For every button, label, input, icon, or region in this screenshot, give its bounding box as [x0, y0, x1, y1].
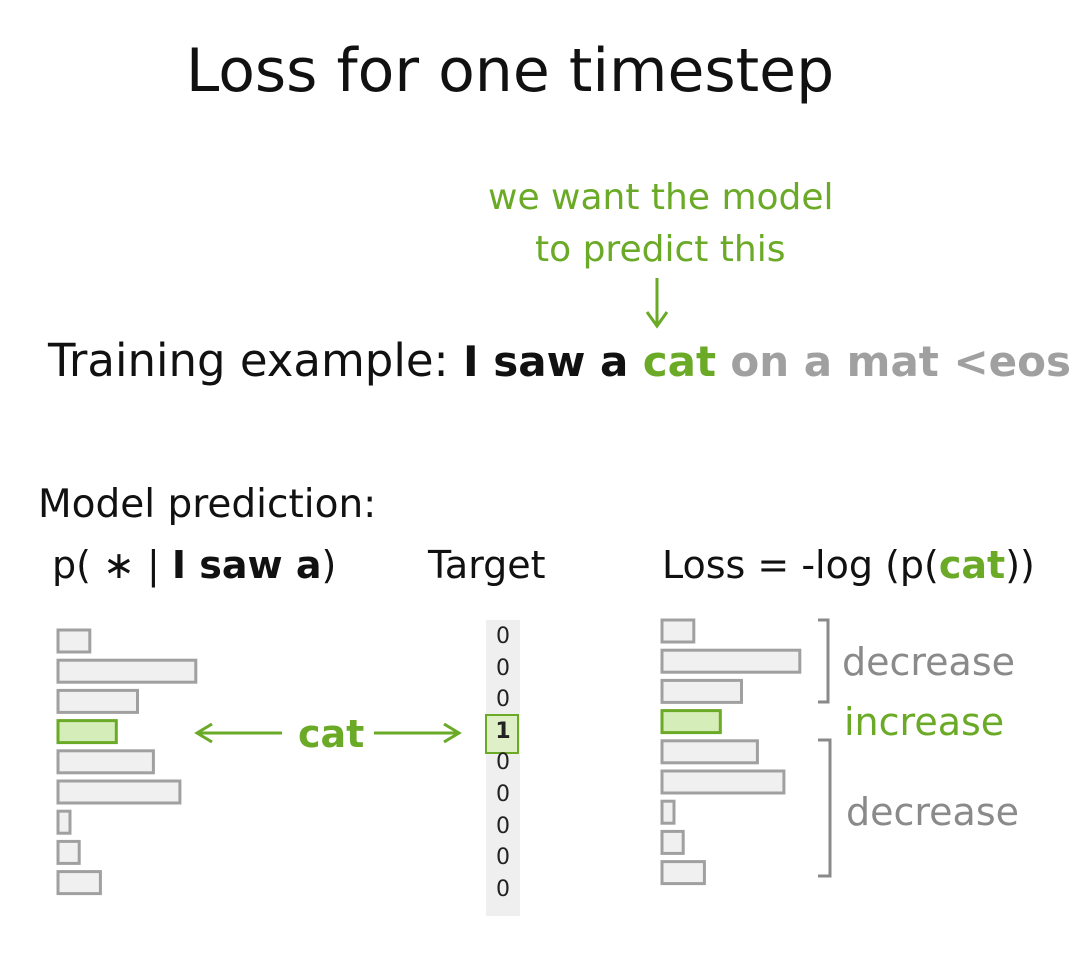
target-value: 0: [496, 687, 510, 713]
prob-bar: |: [146, 543, 160, 587]
prediction-bar: [56, 809, 72, 835]
loss-bar-highlight: [660, 709, 722, 735]
prob-star: ∗: [103, 543, 135, 587]
training-target-word: cat: [642, 337, 717, 386]
target-value: 0: [496, 750, 510, 776]
prob-prefix: p(: [52, 543, 91, 587]
increase-label: increase: [844, 700, 1005, 744]
loss-bar: [660, 739, 759, 765]
prob-context: I saw a: [171, 543, 322, 587]
cat-label: cat: [298, 712, 365, 756]
right-arrow-head: [443, 722, 462, 744]
loss-prefix: Loss = -log (p(: [662, 543, 939, 587]
target-value: 0: [496, 813, 510, 839]
prediction-bar: [56, 749, 155, 775]
decrease-label-bottom: decrease: [846, 790, 1020, 834]
prediction-bar: [56, 779, 182, 805]
loss-bar: [660, 678, 743, 704]
loss-bars: [660, 618, 802, 886]
decrease-label-top: decrease: [842, 640, 1016, 684]
prediction-bar-highlight: [56, 719, 118, 745]
loss-bar: [660, 829, 685, 855]
target-value: 0: [496, 782, 510, 807]
prob-suffix: ): [321, 543, 337, 587]
prediction-bar: [56, 688, 139, 714]
training-example: Training example: I saw a cat on a mat <…: [48, 334, 1074, 387]
annotation-line-2: to predict this: [535, 229, 786, 270]
brace-top: [818, 618, 830, 704]
training-label: Training example:: [48, 334, 449, 387]
training-context: I saw a: [463, 337, 629, 386]
training-rest: on a mat <eos>: [730, 337, 1074, 386]
prediction-bar: [56, 658, 198, 684]
loss-heading: Loss = -log (p(cat)): [662, 543, 1035, 587]
target-one-highlight: [485, 714, 519, 754]
loss-word: cat: [938, 543, 1006, 587]
left-arrow-head: [194, 722, 213, 744]
loss-bar: [660, 860, 706, 886]
target-value: 1: [495, 718, 511, 744]
loss-bar: [660, 648, 802, 674]
loss-bar: [660, 799, 676, 825]
prediction-bar: [56, 870, 102, 896]
target-value: 0: [496, 655, 510, 681]
loss-suffix: )): [1005, 543, 1035, 587]
target-value: 0: [496, 876, 510, 902]
prediction-bars: [56, 628, 198, 896]
loss-bar: [660, 618, 696, 644]
down-arrow-head: [645, 311, 669, 329]
prediction-annotation: we want the model to predict this: [488, 172, 834, 276]
prediction-bar: [56, 628, 92, 654]
brace-bottom: [818, 738, 832, 878]
prediction-bar: [56, 839, 81, 865]
page-title: Loss for one timestep: [185, 36, 835, 106]
target-heading: Target: [428, 543, 546, 587]
probability-heading: p( ∗ | I saw a): [52, 543, 336, 587]
target-column-background: [486, 620, 520, 916]
loss-bar: [660, 769, 786, 795]
model-prediction-label: Model prediction:: [38, 482, 377, 527]
target-value: 0: [496, 624, 510, 649]
target-value: 0: [496, 845, 510, 871]
annotation-line-1: we want the model: [488, 177, 834, 218]
